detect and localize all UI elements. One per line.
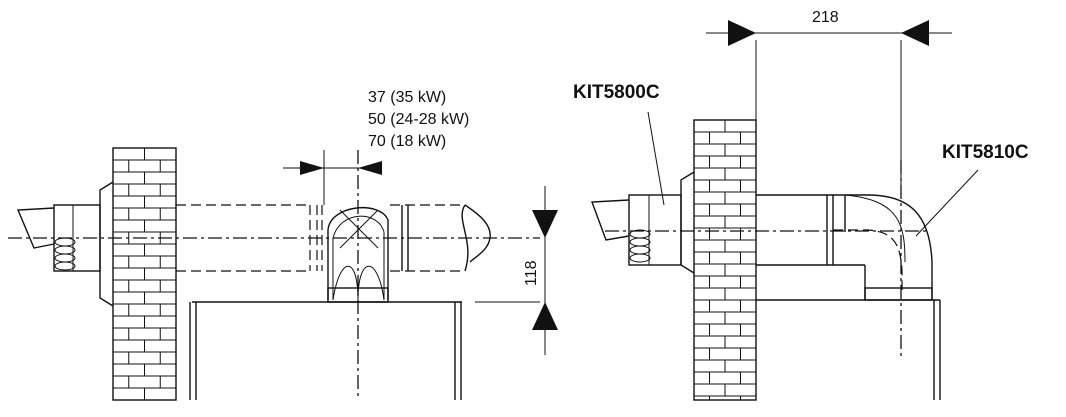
wall-flange-right [680,171,695,274]
height-dimension [532,186,558,355]
height-dimension-label: 118 [523,260,540,286]
terminal-grille-left [54,237,76,271]
terminal-grille-right [629,229,651,263]
terminal-collar-right [628,194,682,266]
right-assembly: 218 KIT5800C KIT5810C [573,9,1029,401]
brick-wall-left [112,147,177,401]
width-dimension [706,20,952,46]
wall-flange-left [99,181,114,307]
kit-elbow-leader [915,169,979,237]
brick-wall-right [693,119,757,401]
elbow-fitting-left [316,205,389,303]
kit-elbow-label: KIT5810C [942,142,1029,163]
terminal-cowl-left [16,207,55,249]
offset-dimension [283,161,382,175]
left-assembly: 37 (35 kW) 50 (24-28 kW) 70 (18 kW) 118 [8,89,558,401]
elbow-kit [833,194,933,301]
boiler-body-right [756,299,941,400]
terminal-cowl-right [591,199,630,241]
width-dimension-label: 218 [812,9,839,26]
offset-label-24-28kw: 50 (24-28 kW) [368,111,469,128]
kit-straight-leader [647,111,665,206]
boiler-body-left [189,301,540,400]
offset-label-18kw: 70 (18 kW) [368,133,446,150]
offset-label-35kw: 37 (35 kW) [368,89,446,106]
kit-straight-label: KIT5800C [573,82,660,103]
